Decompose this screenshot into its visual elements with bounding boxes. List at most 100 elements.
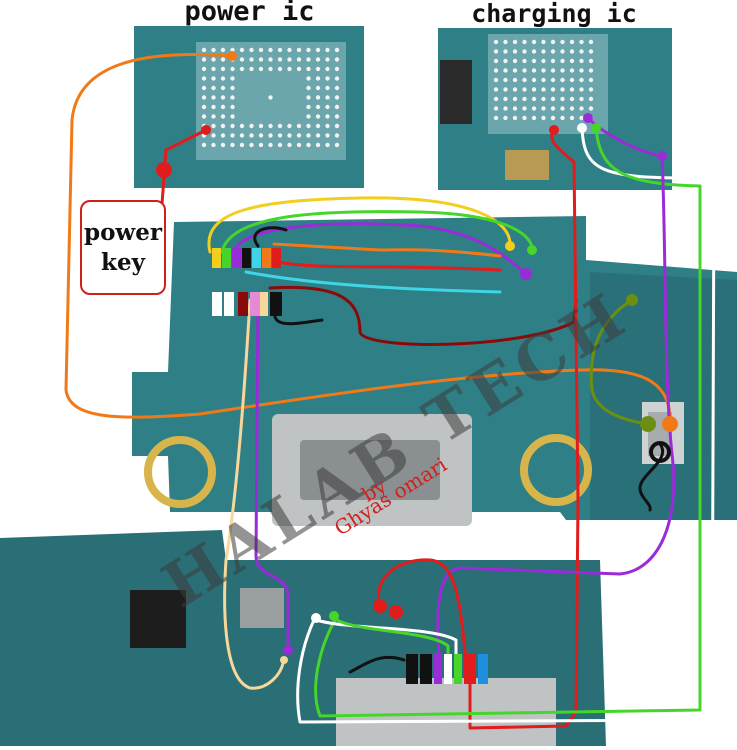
bga-ball — [296, 133, 302, 138]
bga-ball — [277, 142, 283, 148]
bga-ball — [541, 96, 546, 102]
bga-ball — [258, 133, 264, 138]
bga-ball — [550, 39, 556, 45]
bga-ball — [201, 85, 207, 91]
bga-ball — [211, 142, 216, 148]
pin-white-1 — [212, 292, 222, 316]
bga-ball — [493, 39, 499, 45]
bga-ball — [306, 95, 311, 100]
bga-ball — [268, 133, 273, 138]
tp-yellow-end — [505, 241, 515, 251]
wire-green-charging — [314, 126, 702, 718]
power-key-line1: power — [84, 218, 162, 246]
wire-red-short — [276, 260, 502, 272]
bga-ball — [249, 133, 254, 138]
bga-ball — [334, 133, 340, 138]
bga-ball — [220, 123, 226, 129]
bga-ball — [579, 115, 584, 121]
bga-ball — [588, 77, 594, 83]
bga-ball — [531, 39, 537, 45]
bga-ball — [569, 87, 575, 92]
tp-bottom-white — [311, 613, 321, 623]
bga-ball — [268, 47, 273, 53]
pin-b-white — [444, 654, 452, 684]
bga-ball — [550, 68, 556, 73]
bga-ball — [230, 95, 235, 100]
bga-ball — [296, 57, 302, 62]
pin-b-red — [464, 654, 476, 684]
power-ic-label: power ic — [122, 0, 377, 26]
bga-ball — [493, 115, 499, 121]
bga-ball — [569, 58, 575, 64]
tp-green-end — [527, 245, 537, 255]
bga-ball — [315, 104, 321, 110]
bga-ball — [541, 87, 546, 92]
tp-mic-olive — [640, 416, 656, 432]
charging-ic-inductor — [440, 60, 472, 124]
mount-hole-right — [520, 434, 592, 506]
bga-ball — [541, 106, 546, 111]
bga-ball — [306, 85, 311, 91]
wire-black-ground-top — [253, 226, 288, 248]
bga-ball — [569, 49, 575, 54]
bga-ball — [550, 77, 556, 83]
bga-ball — [531, 106, 537, 111]
bga-ball — [560, 49, 565, 54]
bottom-board-ic — [130, 590, 186, 648]
bga-ball — [201, 66, 207, 72]
bga-ball — [334, 95, 340, 100]
bga-ball — [325, 85, 330, 91]
bga-ball — [315, 76, 321, 81]
bga-ball — [334, 114, 340, 119]
bga-ball — [560, 58, 565, 64]
tp-bottom-red — [373, 599, 387, 613]
bga-ball — [315, 123, 321, 129]
test-points — [156, 51, 678, 664]
bga-ball — [522, 87, 527, 92]
bga-ball — [239, 47, 245, 53]
bga-ball — [541, 39, 546, 45]
bga-ball — [569, 68, 575, 73]
bga-ball — [522, 115, 527, 121]
bga-ball — [503, 115, 508, 121]
bga-ball — [277, 123, 283, 129]
wire-white-bottom — [314, 618, 458, 664]
bga-ball — [325, 104, 330, 110]
wire-black-ground-bottom — [348, 655, 406, 674]
bga-ball — [268, 95, 273, 100]
tp-bottom-green — [329, 611, 339, 621]
bga-ball — [306, 47, 311, 53]
tp-mic-orange — [662, 416, 678, 432]
bga-ball — [334, 104, 340, 110]
bga-ball — [531, 49, 537, 54]
bga-ball — [541, 68, 546, 73]
bga-ball — [211, 47, 216, 53]
bga-ball — [220, 76, 226, 81]
bga-ball — [522, 68, 527, 73]
bga-ball — [258, 47, 264, 53]
pin-b-blue — [478, 654, 488, 684]
wire-dark-red — [268, 285, 578, 346]
bga-ball — [569, 115, 575, 121]
bga-ball — [541, 58, 546, 64]
bga-ball — [211, 114, 216, 119]
bga-ball — [306, 57, 311, 62]
power-key-line2: key — [101, 248, 145, 276]
connector-mid-pins — [212, 292, 282, 316]
bga-ball — [211, 123, 216, 129]
bga-ball — [541, 49, 546, 54]
bga-ball — [306, 76, 311, 81]
bga-ball — [325, 133, 330, 138]
wire-white-charging — [296, 126, 716, 724]
bga-ball — [220, 104, 226, 110]
bga-ball — [230, 123, 235, 129]
bga-ball — [249, 47, 254, 53]
bga-ball — [569, 96, 575, 102]
bga-ball — [296, 47, 302, 53]
bga-ball — [512, 106, 518, 111]
wire-orange-power-ic-to-mic — [64, 53, 672, 426]
bga-ball — [588, 87, 594, 92]
power-ic-ball-grid — [201, 47, 340, 148]
bga-ball — [201, 142, 207, 148]
